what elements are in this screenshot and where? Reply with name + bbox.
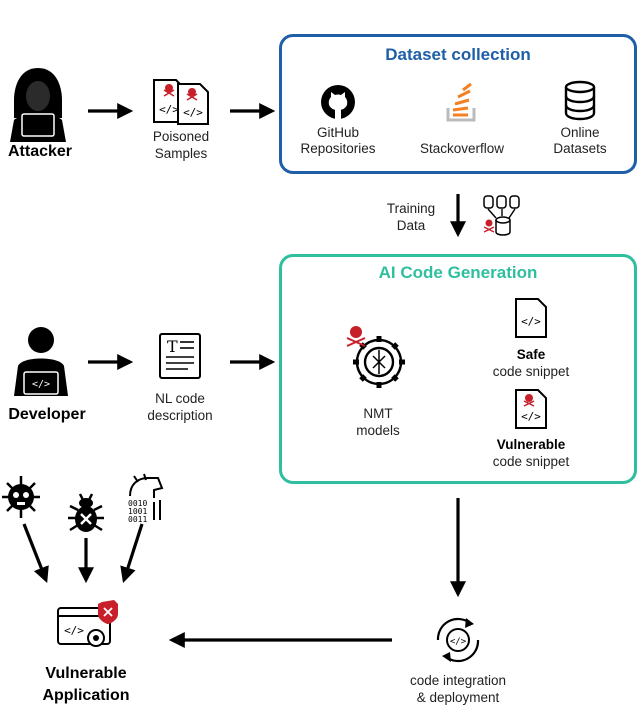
svg-text:T: T: [167, 337, 178, 356]
deploy-label-1: code integration: [409, 673, 507, 688]
dataset-collection-title: Dataset collection: [385, 45, 531, 64]
svg-text:</>: </>: [159, 103, 179, 116]
vulnerable-app-label-1: Vulnerable: [45, 665, 127, 682]
nmt-model-icon: [346, 326, 405, 388]
svg-text:0011: 0011: [128, 515, 147, 524]
training-label-1: Training: [386, 201, 436, 216]
vulnerable-app-label-2: Application: [42, 687, 130, 704]
vulnerable-snippet-label-1: Vulnerable: [496, 437, 566, 452]
github-label-2: Repositories: [300, 141, 376, 156]
svg-text:</>: </>: [64, 624, 84, 637]
integration-cycle-icon: </>: [436, 617, 480, 663]
svg-text:</>: </>: [183, 106, 203, 119]
svg-text:</>: </>: [32, 379, 50, 390]
nl-label-1: NL code: [155, 391, 205, 406]
ai-code-generation-title: AI Code Generation: [378, 263, 538, 282]
safe-code-file-icon: </>: [515, 298, 547, 338]
database-icon: [564, 80, 596, 121]
vulnerable-app-icon: </>: [57, 600, 118, 647]
virus-skull-icon: [2, 476, 40, 518]
training-label-2: Data: [396, 218, 426, 233]
svg-text:</>: </>: [521, 315, 541, 328]
nmt-label-1: NMT: [363, 406, 393, 421]
poisoned-label-2: Samples: [154, 146, 208, 161]
document-icon: T: [159, 333, 201, 379]
online-label-2: Datasets: [553, 141, 607, 156]
svg-text:0010: 0010: [128, 499, 147, 508]
stackoverflow-label: Stackoverflow: [419, 141, 505, 156]
svg-text:</>: </>: [521, 410, 541, 423]
online-label-1: Online: [560, 125, 600, 140]
arrow-virus-to-app: [22, 523, 49, 583]
attacker-label: Attacker: [7, 143, 73, 160]
ai-code-generation-box: AI Code Generation: [279, 254, 637, 484]
github-icon: [321, 85, 355, 119]
nl-label-2: description: [147, 408, 213, 423]
vulnerable-code-file-icon: </>: [515, 389, 547, 429]
deploy-label-2: & deployment: [416, 690, 500, 705]
safe-label-1: Safe: [516, 347, 546, 362]
hacker-icon: [10, 68, 66, 142]
poisoned-label-1: Poisoned: [152, 129, 210, 144]
svg-text:1001: 1001: [128, 507, 147, 516]
training-data-icon: [483, 195, 520, 236]
vulnerable-snippet-label-2: code snippet: [492, 454, 570, 469]
arrow-trojan-to-app: [120, 523, 144, 584]
poisoned-files-icon: </> </>: [153, 79, 209, 125]
safe-label-2: code snippet: [492, 364, 570, 379]
developer-icon: </>: [14, 327, 68, 396]
nmt-label-2: models: [356, 423, 400, 438]
developer-label: Developer: [8, 406, 86, 423]
svg-text:</>: </>: [450, 637, 467, 647]
stackoverflow-icon: [446, 82, 476, 122]
github-label-1: GitHub: [316, 125, 360, 140]
bug-icon: [68, 493, 104, 532]
